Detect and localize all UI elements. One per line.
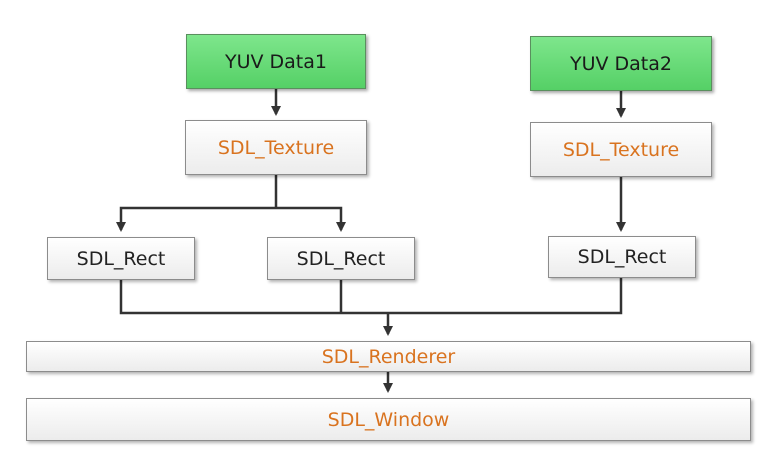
edge-rect3-merge — [388, 278, 623, 315]
node-yuv-data1: YUV Data1 — [186, 34, 366, 89]
node-sdl-texture-2-label: SDL_Texture — [562, 138, 680, 161]
edge-texture1-rect2 — [276, 206, 346, 232]
node-sdl-rect-1-label: SDL_Rect — [76, 247, 166, 270]
node-sdl-window-label: SDL_Window — [327, 408, 450, 431]
node-sdl-renderer-label: SDL_Renderer — [321, 345, 456, 368]
node-sdl-texture-1: SDL_Texture — [185, 120, 367, 175]
node-sdl-rect-2: SDL_Rect — [267, 237, 415, 280]
node-yuv-data2-label: YUV Data2 — [569, 52, 672, 75]
edge-texture1-rect1 — [116, 206, 276, 232]
node-sdl-rect-3-label: SDL_Rect — [577, 246, 667, 268]
node-sdl-window: SDL_Window — [26, 398, 751, 441]
node-sdl-rect-1: SDL_Rect — [47, 237, 195, 280]
node-yuv-data2: YUV Data2 — [530, 36, 712, 91]
node-sdl-rect-2-label: SDL_Rect — [296, 247, 386, 270]
node-sdl-texture-1-label: SDL_Texture — [217, 136, 335, 159]
node-sdl-texture-2: SDL_Texture — [530, 122, 712, 177]
edge-rect1-merge — [119, 280, 388, 315]
node-sdl-rect-3: SDL_Rect — [548, 236, 696, 278]
node-yuv-data1-label: YUV Data1 — [224, 50, 327, 73]
node-sdl-renderer: SDL_Renderer — [26, 341, 751, 372]
